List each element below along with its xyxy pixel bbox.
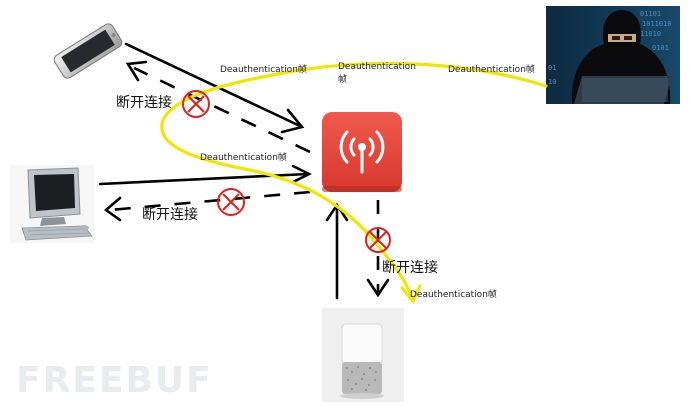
attack-path: [160, 61, 548, 304]
deauth-label-3: Deauthentication帧: [448, 63, 535, 75]
smart-speaker-icon: [322, 308, 404, 402]
blocked-icon-speaker: [365, 227, 391, 253]
router-to-computer-disconnect-arrow: [109, 190, 311, 212]
svg-text:10: 10: [548, 78, 556, 86]
deauth-label-2-line2: 帧: [338, 73, 347, 85]
phone-to-router-arrow: [124, 42, 302, 128]
svg-text:11010: 11010: [640, 30, 661, 38]
disconnect-label-phone: 断开连接: [116, 94, 172, 111]
phone-to-router-arrowhead: [280, 108, 305, 134]
svg-text:0101: 0101: [652, 44, 669, 52]
svg-text:FREEBUF: FREEBUF: [16, 360, 213, 401]
deauth-label-2-line1: Deauthentication: [338, 62, 416, 72]
disconnect-label-computer: 断开连接: [142, 206, 198, 223]
desktop-computer-icon: [10, 165, 94, 243]
freebuf-watermark: FREEBUF: [16, 360, 213, 401]
router-to-computer-arrowhead: [103, 196, 122, 222]
connection-arrows: [98, 42, 349, 300]
disconnect-arrows: [103, 60, 390, 298]
blocked-markers: [182, 90, 391, 253]
svg-text:1011010: 1011010: [642, 20, 672, 28]
deauth-label-1: Deauthentication帧: [220, 63, 307, 75]
blocked-icon-phone: [182, 90, 210, 118]
hacker-icon: 01101 1011010 11010 01 10 0101: [546, 6, 680, 104]
router-to-speaker-arrowhead: [366, 278, 390, 298]
disconnect-label-speaker: 断开连接: [382, 259, 438, 276]
router-to-phone-disconnect-arrow: [133, 66, 311, 154]
computer-to-router-arrowhead: [291, 164, 312, 184]
deauth-label-4: Deauthentication帧: [200, 151, 287, 163]
smartphone-icon: [53, 23, 123, 79]
svg-text:01: 01: [548, 64, 556, 72]
deauth-label-5: Deauthentication帧: [410, 288, 497, 300]
router-to-phone-arrowhead: [125, 60, 148, 82]
blocked-icon-computer: [217, 188, 245, 216]
svg-text:01101: 01101: [640, 10, 661, 18]
wifi-router-icon: [322, 112, 402, 192]
